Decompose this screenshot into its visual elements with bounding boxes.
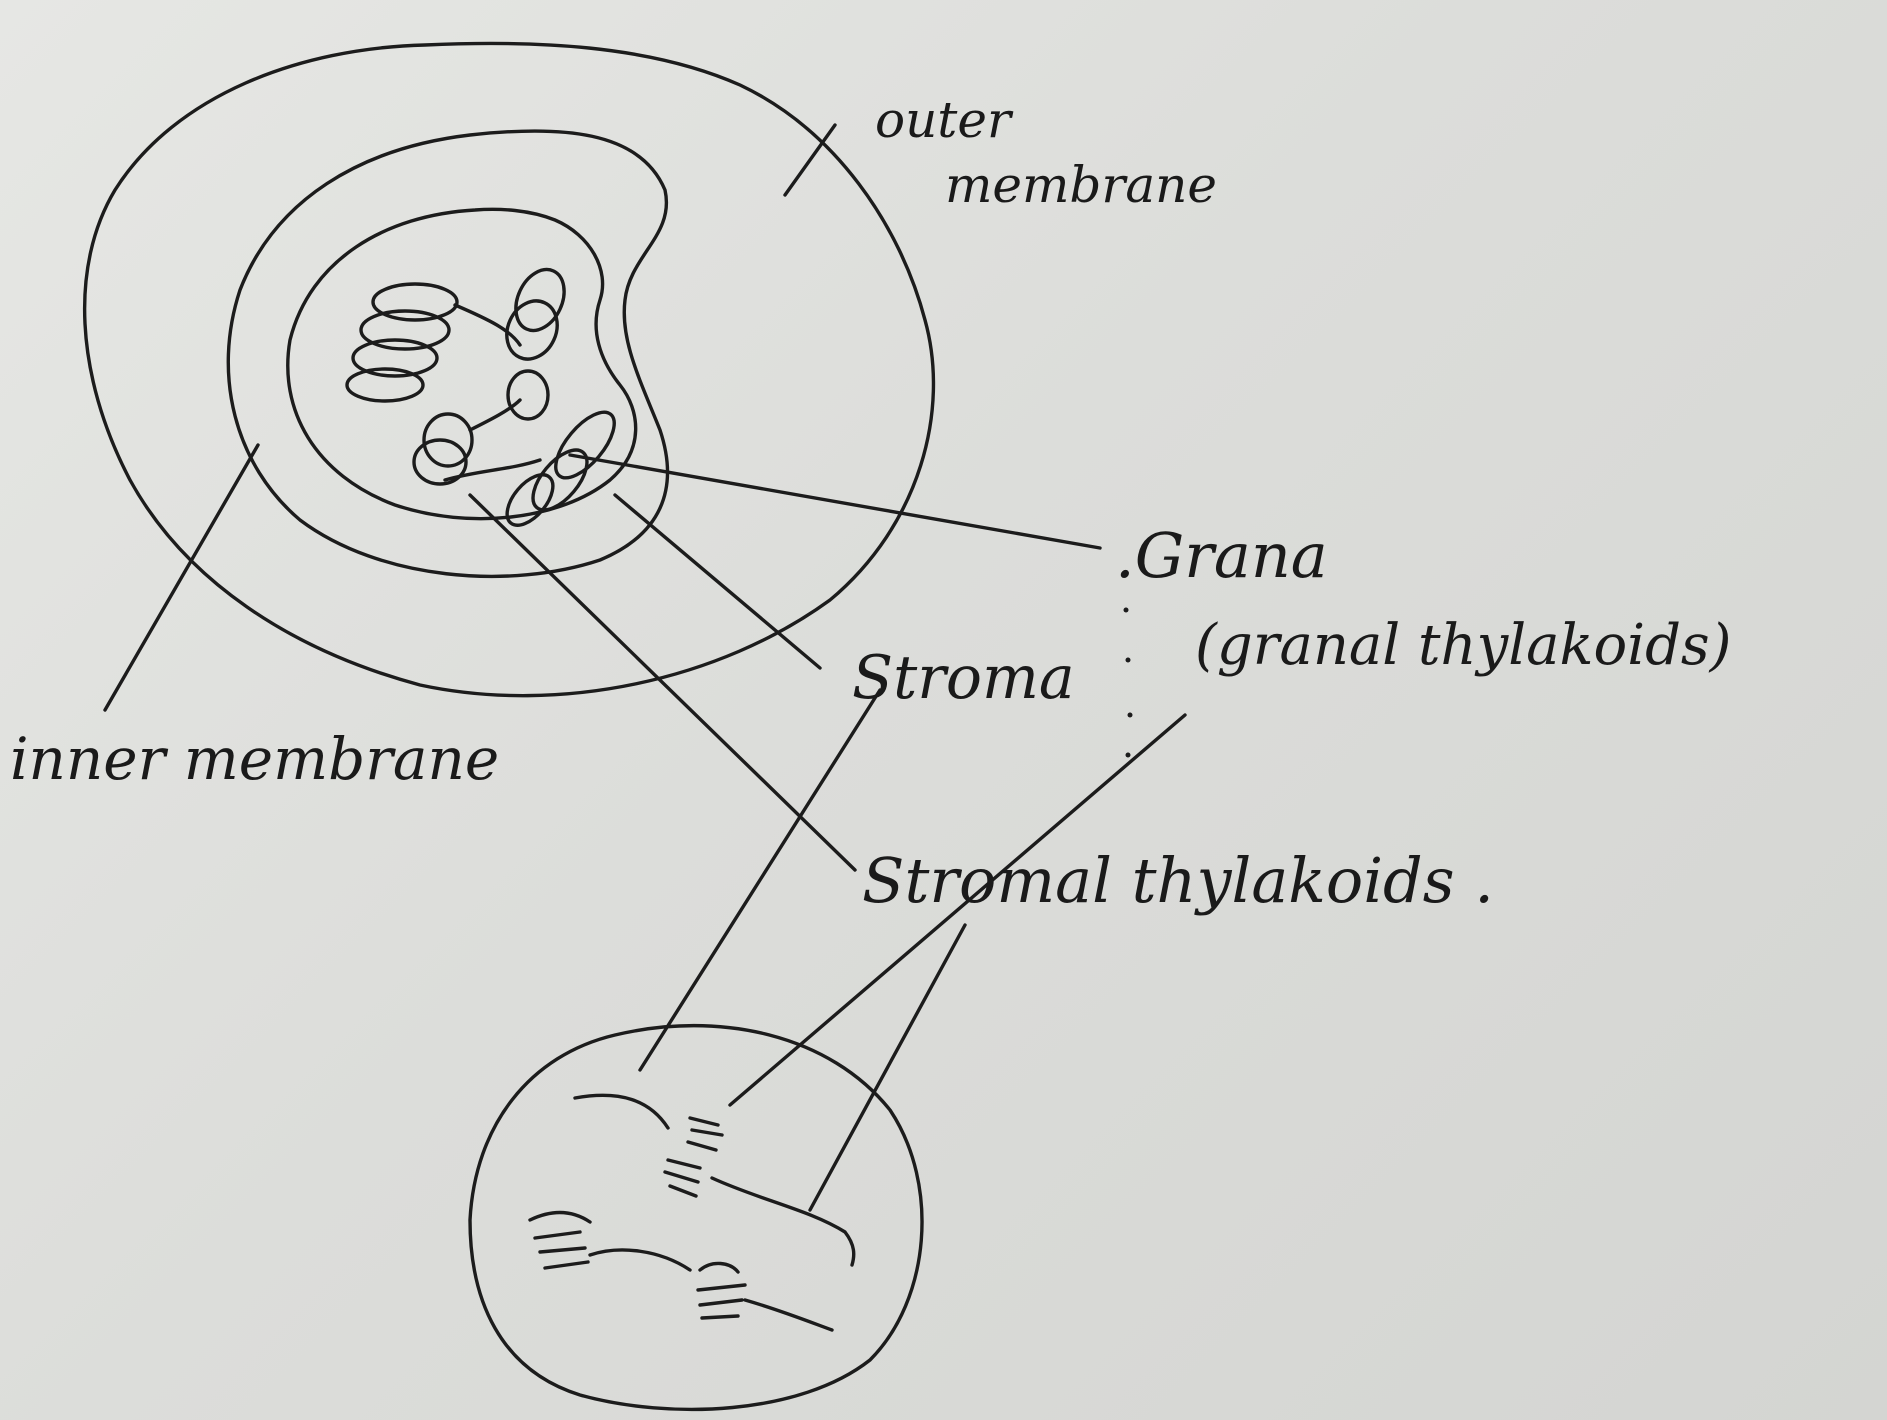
thylakoid-membrane bbox=[286, 207, 638, 521]
detail-circle bbox=[468, 1024, 924, 1412]
leader-granal-to-detail bbox=[728, 713, 1187, 1107]
label-outer-membrane-line2: membrane bbox=[945, 156, 1217, 214]
leader-inner-membrane bbox=[103, 443, 260, 712]
leader-stromal-to-detail bbox=[808, 923, 967, 1212]
leader-stromal-thylakoids bbox=[468, 493, 857, 872]
grana-stacks bbox=[345, 267, 616, 527]
leader-grana bbox=[568, 453, 1102, 550]
label-stromal-thylakoids: Stromal thylakoids . bbox=[862, 844, 1494, 917]
label-inner-membrane: inner membrane bbox=[10, 725, 500, 793]
outer-membrane bbox=[82, 41, 936, 698]
detail-thylakoids bbox=[528, 1093, 856, 1332]
ink-dots bbox=[1123, 607, 1133, 758]
label-grana: .Grana bbox=[1115, 519, 1328, 592]
inner-membrane bbox=[226, 129, 670, 579]
label-granal-thylakoids: (granal thylakoids) bbox=[1195, 613, 1732, 678]
leader-stroma bbox=[613, 493, 822, 670]
label-stroma: Stroma bbox=[852, 643, 1075, 713]
label-outer-membrane-line1: outer bbox=[875, 91, 1011, 149]
leader-stroma-to-detail bbox=[638, 688, 882, 1072]
leader-outer-membrane bbox=[783, 123, 837, 197]
